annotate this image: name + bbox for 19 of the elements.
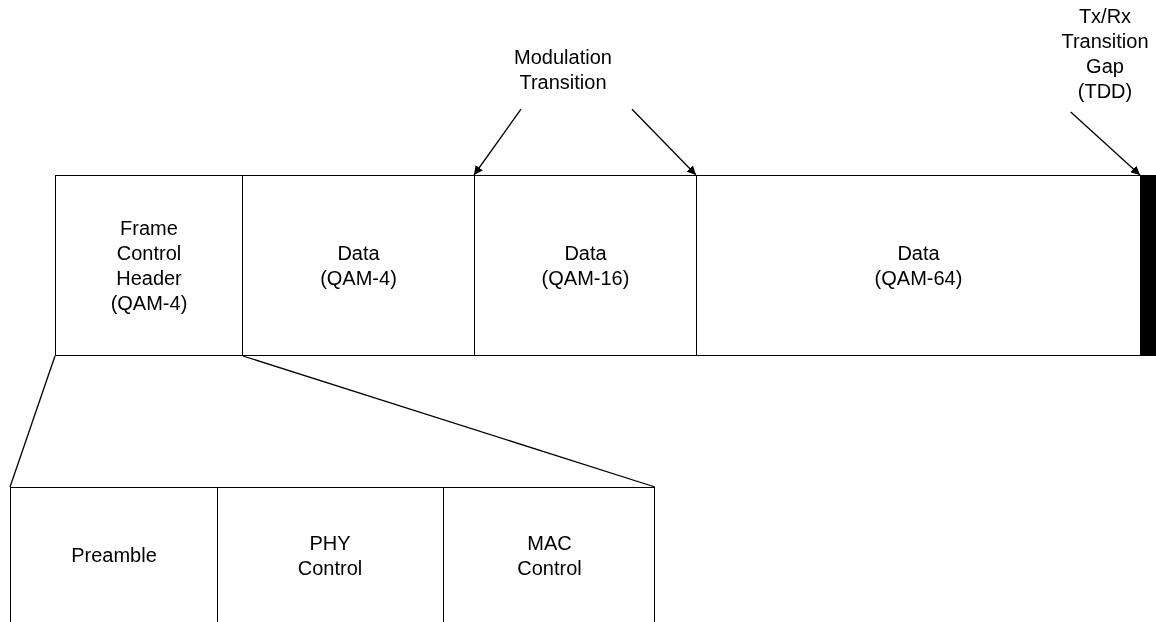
expansion-frame (10, 487, 655, 622)
segment-label: Data (QAM-4) (319, 240, 398, 291)
segment-label: Preamble (70, 543, 158, 568)
segment-label: Tx/Rx Transition Gap (TDD) (1060, 4, 1150, 104)
segment-label: PHY Control (296, 530, 364, 581)
expansion-line (9, 355, 56, 488)
arrow (473, 108, 522, 176)
segment-label: MAC Control (516, 530, 583, 581)
segment-label: Data (QAM-16) (540, 240, 631, 291)
arrow (1070, 111, 1141, 176)
expansion-line (242, 355, 656, 488)
segment-label: Data (QAM-64) (873, 240, 964, 291)
frame-segment (242, 175, 475, 356)
segment-label: Frame Control Header (QAM-4) (109, 215, 189, 316)
gap-bar (1140, 175, 1156, 356)
frame-segment (474, 175, 697, 356)
segment-label: Modulation Transition (513, 45, 613, 95)
frame-segment (55, 175, 243, 356)
arrow (631, 108, 697, 176)
